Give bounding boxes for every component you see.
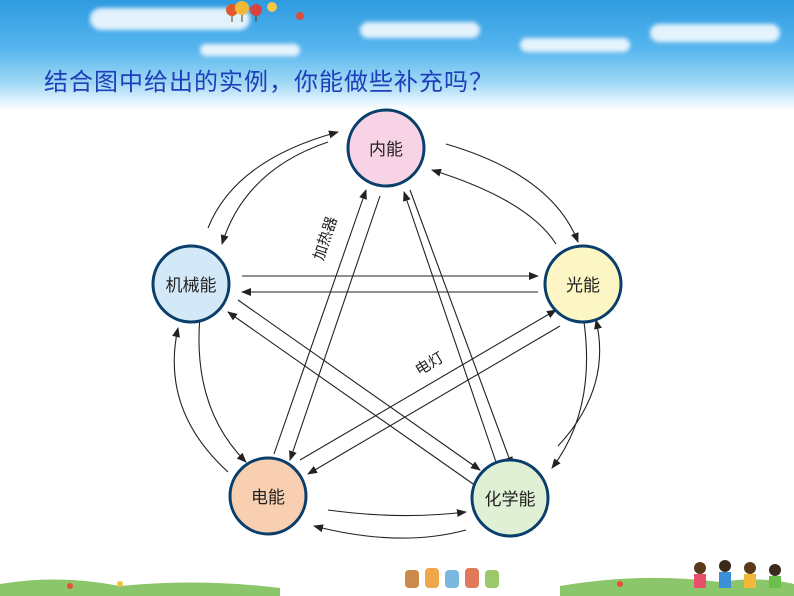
node-electric-energy: 电能 — [228, 456, 308, 536]
sky-banner — [0, 0, 794, 110]
node-label-light: 光能 — [566, 276, 600, 296]
node-label-mechanical: 机械能 — [166, 276, 217, 296]
arrow-internal-to-mechanical — [220, 141, 329, 245]
arrow-mechanical-to-chemical — [237, 299, 481, 471]
cloud — [90, 8, 250, 30]
arrow-light-to-electric — [307, 325, 561, 475]
arrow-electric-to-internal — [273, 189, 367, 455]
page-title: 结合图中给出的实例，你能做些补充吗？ — [44, 68, 494, 96]
arrow-chemical-to-mechanical — [227, 311, 477, 487]
arrow-internal-to-chemical — [409, 189, 513, 467]
arrow-chemical-to-electric — [313, 524, 467, 539]
toy-animals-icon — [405, 568, 499, 588]
arrows — [172, 130, 602, 539]
label-heater: 加热器 — [310, 214, 341, 262]
arrow-light-to-internal — [431, 168, 557, 245]
cloud — [650, 24, 780, 42]
node-internal-energy: 内能 — [346, 108, 426, 188]
arrow-electric-to-chemical — [327, 509, 467, 518]
node-light-energy: 光能 — [543, 244, 623, 324]
arrow-electric-to-light — [299, 309, 557, 461]
arrow-chemical-to-light — [557, 319, 602, 447]
cloud — [360, 22, 480, 38]
arrow-chemical-to-internal — [403, 191, 497, 463]
hot-air-balloons-icon — [226, 1, 304, 22]
arrow-mechanical-to-electric — [198, 315, 247, 463]
arrow-internal-to-electric — [289, 195, 381, 461]
node-chemical-energy: 化学能 — [470, 458, 550, 538]
arrow-internal-to-light — [445, 143, 579, 243]
node-label-chemical: 化学能 — [485, 490, 536, 510]
children-icon — [694, 560, 781, 588]
cloud — [200, 44, 300, 56]
label-lamp: 电灯 — [412, 348, 447, 379]
node-mechanical-energy: 机械能 — [151, 244, 231, 324]
ground-decoration — [0, 560, 794, 596]
node-label-internal: 内能 — [369, 140, 403, 160]
arrow-electric-to-mechanical — [172, 327, 229, 473]
cloud — [520, 38, 630, 52]
arrow-light-to-chemical — [551, 321, 588, 469]
node-label-electric: 电能 — [251, 488, 285, 508]
arrow-mechanical-to-internal — [207, 130, 339, 229]
